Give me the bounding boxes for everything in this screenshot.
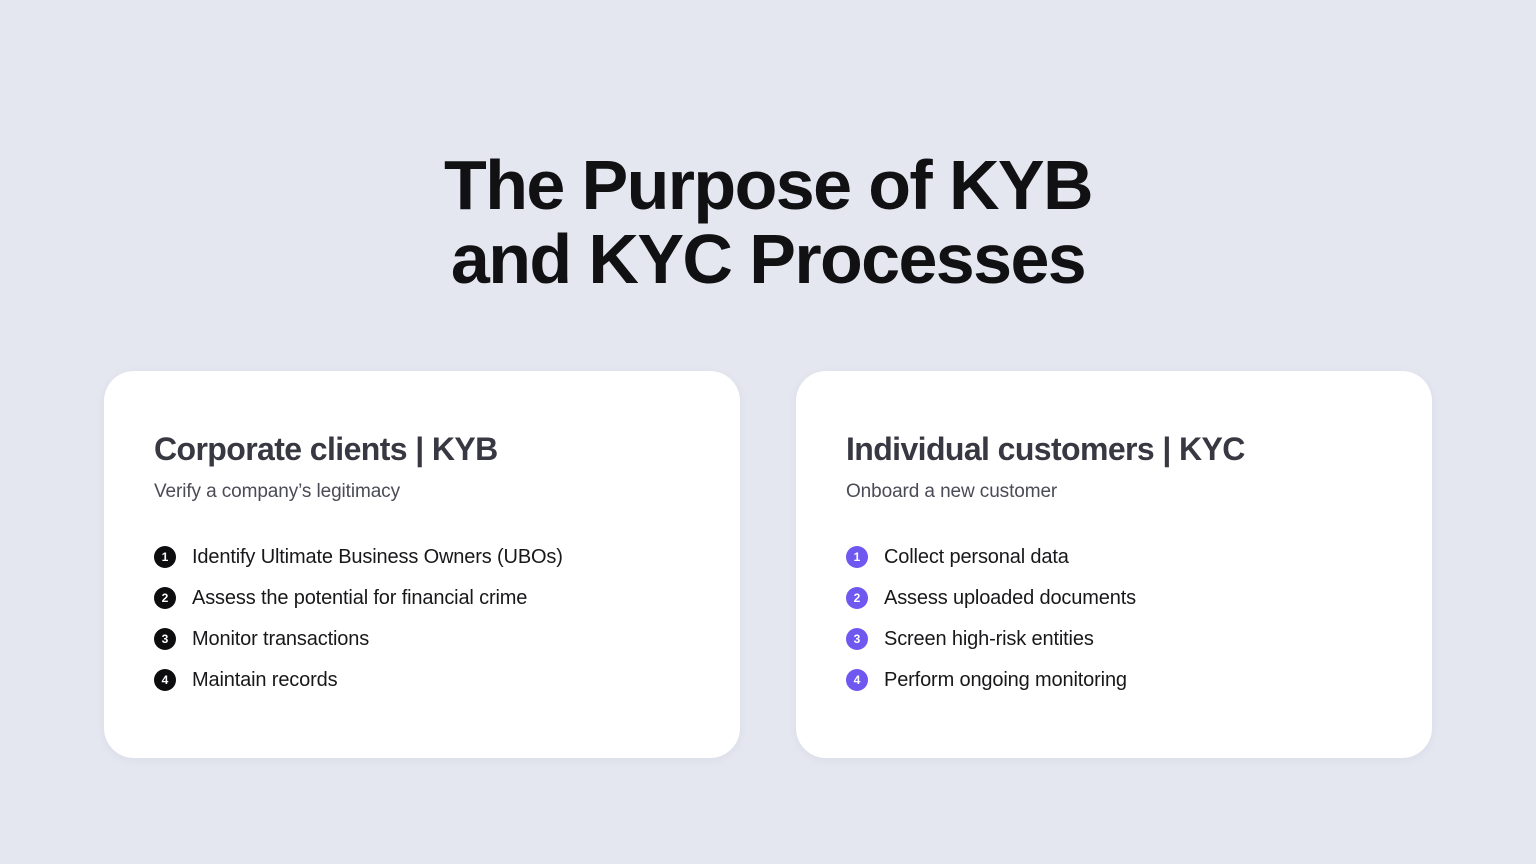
step-label: Screen high-risk entities: [884, 627, 1094, 650]
steps-list: 1 Collect personal data 2 Assess uploade…: [846, 536, 1382, 700]
page-title-line-2: and KYC Processes: [450, 220, 1087, 298]
step-label: Assess the potential for financial crime: [192, 586, 528, 609]
page-title-line-1: The Purpose of KYB: [444, 146, 1094, 224]
step-number-badge: 3: [154, 627, 176, 650]
step-number-badge: 1: [846, 545, 868, 568]
step-number-badge: 4: [154, 668, 176, 691]
step-number-badge: 3: [846, 627, 868, 650]
card-heading: Corporate clients | KYB: [154, 431, 498, 467]
step-label: Monitor transactions: [192, 627, 370, 650]
step-number-badge: 2: [846, 586, 868, 609]
step-label: Maintain records: [192, 668, 338, 691]
list-item: 1 Collect personal data: [846, 536, 1382, 577]
card-subtitle: Verify a company’s legitimacy: [154, 481, 400, 502]
step-label: Identify Ultimate Business Owners (UBOs): [192, 545, 563, 568]
page-title: The Purpose of KYB and KYC Processes: [0, 148, 1536, 296]
list-item: 3 Monitor transactions: [154, 618, 690, 659]
list-item: 4 Perform ongoing monitoring: [846, 659, 1382, 700]
card-subtitle: Onboard a new customer: [846, 481, 1058, 502]
card-individual-customers-kyc: Individual customers | KYC Onboard a new…: [796, 371, 1432, 758]
list-item: 1 Identify Ultimate Business Owners (UBO…: [154, 536, 690, 577]
card-heading: Individual customers | KYC: [846, 431, 1245, 467]
step-number-badge: 2: [154, 586, 176, 609]
card-corporate-clients-kyb: Corporate clients | KYB Verify a company…: [104, 371, 740, 758]
list-item: 2 Assess the potential for financial cri…: [154, 577, 690, 618]
list-item: 3 Screen high-risk entities: [846, 618, 1382, 659]
step-label: Assess uploaded documents: [884, 586, 1136, 609]
step-number-badge: 1: [154, 545, 176, 568]
list-item: 4 Maintain records: [154, 659, 690, 700]
slide-title-block: The Purpose of KYB and KYC Processes: [0, 148, 1536, 296]
steps-list: 1 Identify Ultimate Business Owners (UBO…: [154, 536, 690, 700]
cards-row: Corporate clients | KYB Verify a company…: [104, 371, 1432, 758]
step-label: Perform ongoing monitoring: [884, 668, 1127, 691]
list-item: 2 Assess uploaded documents: [846, 577, 1382, 618]
step-number-badge: 4: [846, 668, 868, 691]
step-label: Collect personal data: [884, 545, 1069, 568]
